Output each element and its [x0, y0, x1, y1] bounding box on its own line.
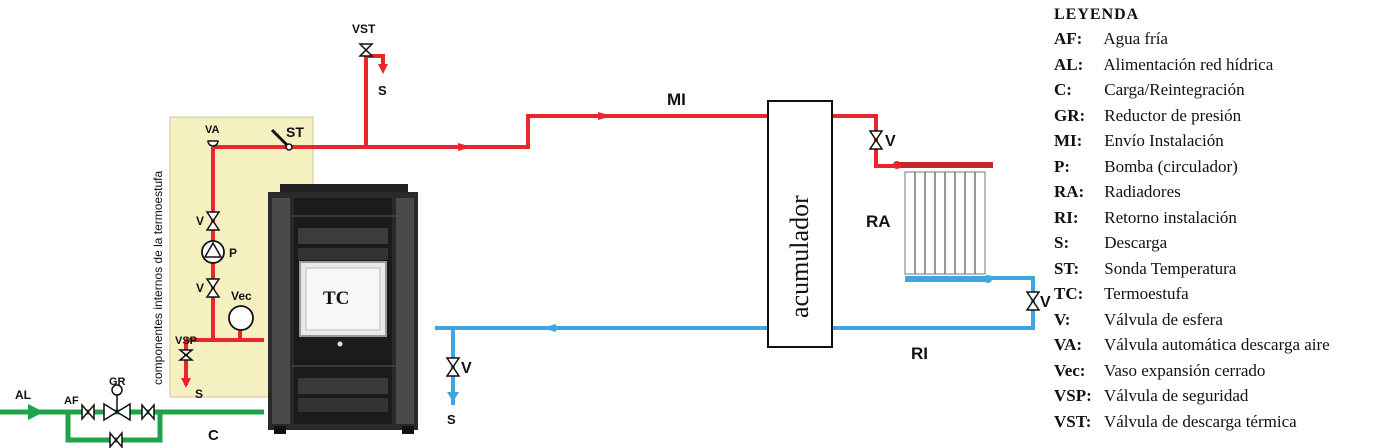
legend-text: Válvula de esfera	[1103, 309, 1223, 329]
legend-code: ST:	[1054, 258, 1080, 278]
legend-item: TC: Termoestufa	[1054, 281, 1380, 307]
discharge-arrow-left	[181, 378, 191, 388]
accumulator-label: acumulador	[785, 195, 814, 318]
legend-text: Reductor de presión	[1104, 105, 1242, 125]
legend-item: C: Carga/Reintegración	[1054, 77, 1380, 103]
cold-flow-arrows	[542, 324, 556, 332]
legend-item: VA: Válvula automática descarga aire	[1054, 332, 1380, 358]
mi-label: MI	[667, 90, 686, 109]
al-label: AL	[15, 388, 31, 402]
legend-text: Carga/Reintegración	[1104, 80, 1245, 99]
legend-item: AL: Alimentación red hídrica	[1054, 52, 1380, 78]
valve-v-internal-lower	[205, 278, 221, 298]
valve-v-top-right-label: V	[885, 133, 896, 150]
st-label: ST	[286, 124, 304, 140]
legend-code: V:	[1054, 309, 1071, 329]
legend-item: Vec: Vaso expansión cerrado	[1054, 358, 1380, 384]
legend-code: GR:	[1054, 105, 1086, 125]
temperature-probe-st	[270, 128, 293, 151]
legend-code: AF:	[1054, 29, 1083, 48]
legend-item: GR: Reductor de presión	[1054, 103, 1380, 129]
legend-text: Válvula automática descarga aire	[1103, 335, 1330, 354]
legend-code: C:	[1054, 80, 1072, 99]
legend-text: Válvula de descarga térmica	[1103, 411, 1297, 431]
al-inlet-arrow	[28, 404, 44, 420]
legend-text: Descarga	[1104, 233, 1168, 252]
legend-text: Sonda Temperatura	[1104, 258, 1237, 278]
legend-text: Retorno instalación	[1104, 207, 1237, 227]
vst-valve	[358, 43, 374, 57]
legend-code: Vec:	[1054, 360, 1086, 380]
legend-item: S: Descarga	[1054, 230, 1380, 256]
legend-code: VA:	[1054, 335, 1083, 354]
p-label: P	[229, 246, 237, 260]
valve-v-internal-upper	[205, 211, 221, 231]
valve-v-internal-lower-label: V	[196, 281, 204, 295]
pump-p	[201, 240, 225, 264]
legend-code: P:	[1054, 156, 1071, 176]
legend-text: Vaso expansión cerrado	[1103, 360, 1266, 380]
c-label: C	[208, 427, 219, 444]
s-top-label: S	[378, 83, 387, 98]
legend-text: Agua fría	[1103, 29, 1168, 48]
valve-v-top-right	[868, 130, 884, 150]
valve-v-mid-label: V	[461, 360, 472, 377]
legend-code: TC:	[1054, 284, 1084, 303]
feed-piping	[0, 409, 264, 443]
s-bottom-label: S	[447, 412, 456, 427]
termoestufa	[268, 184, 418, 434]
legend-item: MI: Envío Instalación	[1054, 128, 1380, 154]
tc-label: TC	[323, 288, 349, 309]
legend-text: Alimentación red hídrica	[1103, 54, 1274, 74]
legend-title: LEYENDA	[1054, 6, 1140, 23]
legend-code: S:	[1054, 233, 1070, 252]
s-left-label: S	[195, 387, 203, 401]
gr-label: GR	[109, 376, 126, 388]
legend-text: Válvula de seguridad	[1103, 386, 1249, 405]
legend-code: AL:	[1054, 54, 1084, 74]
ri-label: RI	[911, 344, 928, 363]
discharge-arrow-top	[378, 64, 388, 74]
ra-label: RA	[866, 212, 891, 231]
expansion-vessel-vec	[228, 305, 254, 340]
legend-item: ST: Sonda Temperatura	[1054, 256, 1380, 282]
legend-item: AF: Agua fría	[1054, 26, 1380, 52]
legend-code: VSP:	[1054, 386, 1092, 405]
cold-piping	[435, 276, 1035, 405]
legend-code: RI:	[1054, 207, 1079, 227]
legend-item: VST: Válvula de descarga térmica	[1054, 409, 1380, 435]
vst-label: VST	[352, 22, 376, 36]
pressure-reducer-gr	[111, 384, 123, 396]
legend-item: P: Bomba (circulador)	[1054, 154, 1380, 180]
legend-text: Envío Instalación	[1104, 131, 1224, 150]
legend-code: MI:	[1054, 131, 1083, 150]
legend-item: VSP: Válvula de seguridad	[1054, 383, 1380, 409]
radiator	[893, 161, 993, 283]
af-label: AF	[64, 395, 79, 407]
legend-item: V: Válvula de esfera	[1054, 307, 1380, 333]
internal-components-caption: componentes internos de la termoestufa	[151, 171, 165, 385]
legend-item: RA: Radiadores	[1054, 179, 1380, 205]
legend-item: RI: Retorno instalación	[1054, 205, 1380, 231]
valve-v-mid	[445, 357, 461, 377]
accumulator-tank	[767, 100, 833, 348]
legend-code: RA:	[1054, 182, 1085, 201]
legend-text: Termoestufa	[1103, 284, 1189, 303]
valve-v-right-label: V	[1040, 294, 1051, 311]
vec-label: Vec	[231, 289, 252, 303]
vsp-valve	[177, 349, 195, 361]
legend-text: Bomba (circulador)	[1104, 156, 1238, 176]
legend-code: VST:	[1054, 411, 1092, 431]
feed-valves	[81, 402, 155, 448]
vsp-label: VSP	[175, 335, 197, 347]
va-label: VA	[205, 124, 220, 136]
valve-v-right	[1025, 291, 1041, 311]
valve-v-internal-upper-label: V	[196, 214, 204, 228]
discharge-arrow-bottom	[447, 392, 459, 402]
air-vent-va	[207, 140, 219, 147]
legend-text: Radiadores	[1104, 182, 1181, 201]
